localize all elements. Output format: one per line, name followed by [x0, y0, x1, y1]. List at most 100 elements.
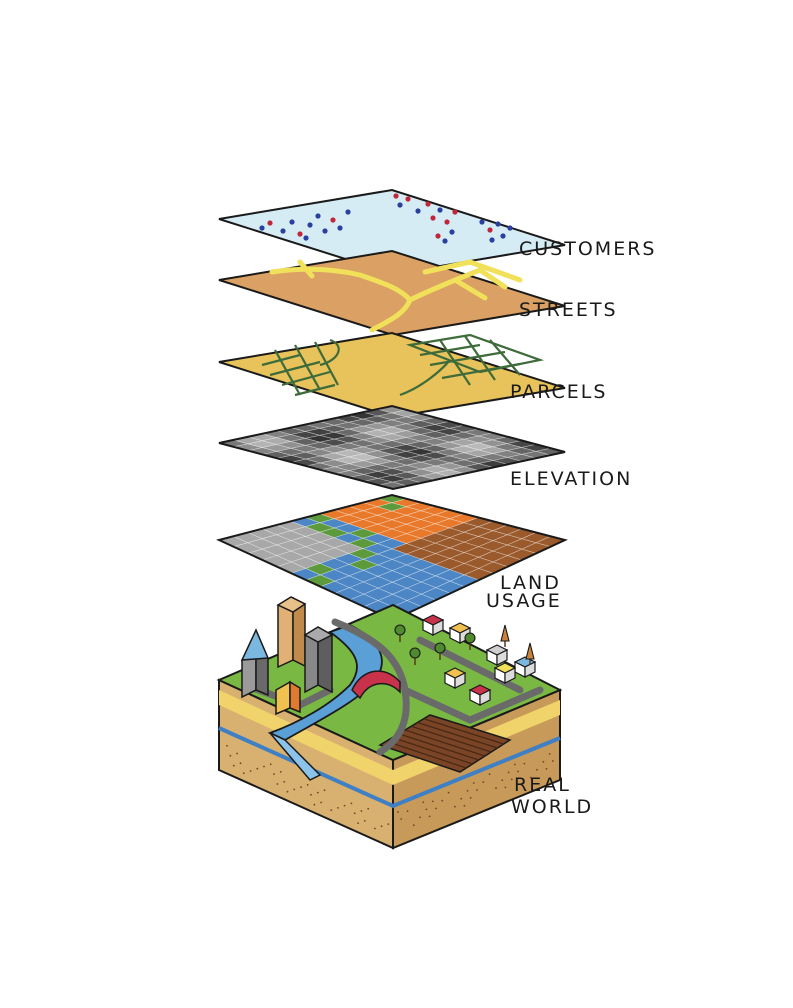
soil-dot	[320, 801, 322, 804]
customer-dot	[487, 227, 493, 233]
soil-dot	[419, 816, 421, 819]
soil-dot	[316, 791, 319, 794]
streets-label: STREETS	[519, 299, 618, 321]
soil-dot	[548, 753, 551, 755]
soil-dot	[273, 773, 275, 775]
parcel-boundary	[399, 359, 451, 397]
elevation-layer	[218, 404, 566, 491]
tree-crown	[394, 624, 406, 636]
soil-dot	[466, 790, 469, 792]
tree-crown	[500, 624, 510, 642]
customer-dot	[297, 231, 303, 237]
soil-dot	[229, 754, 232, 757]
river-waterfall	[269, 732, 322, 781]
office-tower	[303, 626, 334, 694]
customers-layer	[218, 188, 566, 276]
customer-dot	[507, 225, 513, 231]
street-road	[297, 259, 315, 279]
field-row	[411, 725, 492, 753]
house-wall	[479, 689, 491, 706]
customer-dot	[289, 219, 295, 225]
house-wall	[454, 672, 466, 689]
soil-dot	[363, 820, 366, 822]
soil-dot	[236, 752, 239, 755]
soil-dot	[412, 824, 415, 827]
tall-tower	[276, 596, 307, 669]
soil-dot	[374, 827, 376, 830]
parcel-boundary	[439, 335, 521, 386]
field-row	[417, 721, 498, 749]
customer-dot	[315, 213, 321, 219]
soil-dot	[422, 801, 425, 804]
customers-label: CUSTOMERS	[519, 238, 657, 260]
customer-dot	[495, 221, 501, 227]
customer-dot	[280, 228, 286, 234]
customer-dot	[405, 196, 411, 202]
soil-dot	[242, 772, 245, 775]
customer-dot	[444, 219, 450, 225]
field-row	[398, 733, 479, 761]
soil-dot	[367, 807, 370, 810]
house-wall	[504, 667, 516, 684]
soil-dot	[337, 807, 339, 809]
parcel-boundary	[419, 343, 521, 380]
land-usage-plane-outline	[216, 493, 568, 622]
soil-dot	[350, 802, 353, 805]
street-road	[477, 267, 508, 290]
field-row	[392, 736, 473, 765]
groundwater-line	[218, 726, 561, 809]
elevation-label: ELEVATION	[510, 468, 633, 490]
land-usage-label-line1: LAND	[500, 572, 561, 594]
soil-dot	[269, 763, 272, 766]
soil-dot	[501, 779, 504, 782]
houses	[421, 614, 537, 706]
real-world-label-line2: WORLD	[511, 796, 594, 818]
soil-speckle	[226, 744, 554, 830]
streets-plane	[218, 249, 566, 337]
tree-crown	[434, 642, 446, 654]
soil-dot	[495, 787, 497, 790]
house-wall	[524, 661, 536, 678]
parcels-label: PARCELS	[510, 381, 608, 403]
tree-crown	[525, 642, 535, 660]
field-rows	[386, 718, 504, 769]
customer-dot	[393, 193, 399, 199]
soil-dot	[447, 791, 450, 794]
soil-dot	[476, 789, 478, 791]
customer-dot	[449, 229, 455, 235]
soil-dot	[353, 812, 356, 815]
field-row	[423, 718, 504, 745]
soil-dot	[310, 793, 312, 796]
customer-dots	[259, 193, 513, 244]
soil-dot	[536, 768, 538, 771]
customer-dot	[345, 209, 351, 215]
soil-dot	[425, 808, 428, 811]
office-roof	[303, 626, 334, 643]
bridge	[351, 670, 401, 700]
soil-dot	[517, 770, 519, 773]
tree-crown	[464, 632, 476, 644]
soil-dot	[283, 780, 286, 783]
parcel-boundary	[405, 333, 545, 374]
soil-dot	[507, 771, 510, 774]
soil-dot	[454, 805, 456, 808]
tower-roof	[276, 596, 307, 613]
elevation-cells	[218, 405, 566, 490]
customer-dot	[259, 225, 265, 231]
soil-dot	[300, 786, 302, 789]
customer-dot	[479, 219, 485, 225]
soil-dot	[343, 804, 346, 807]
soil-dot	[406, 810, 409, 812]
soil-dot	[431, 800, 434, 803]
soil-dot	[472, 782, 475, 784]
street-road	[422, 259, 523, 283]
soil-dot	[263, 765, 265, 768]
spire-roof	[240, 628, 270, 661]
yellow-side	[289, 680, 301, 714]
soil-dot	[380, 825, 383, 828]
customer-dot	[425, 201, 431, 207]
soil-dot	[400, 818, 403, 820]
real-world-label-line1: REAL	[514, 774, 571, 796]
soil-dot	[510, 778, 513, 781]
